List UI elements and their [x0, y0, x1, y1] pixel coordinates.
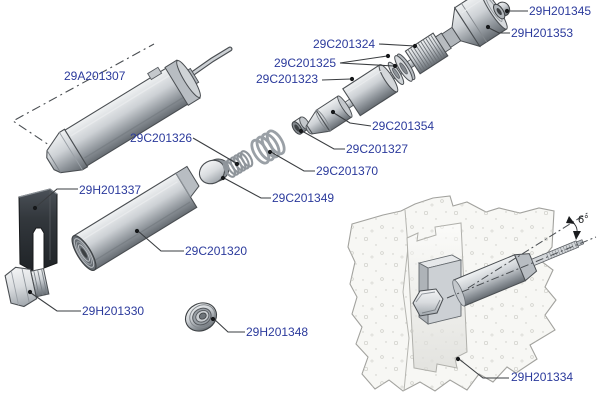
block-edge	[402, 209, 410, 392]
part-29c201323-sleeve	[342, 64, 399, 117]
part-label-29c201349: 29C201349	[272, 191, 335, 205]
part-label-29h201337: 29H201337	[79, 183, 142, 197]
part-label-29a201307: 29A201307	[64, 69, 126, 83]
part-label-29c201320: 29C201320	[185, 244, 248, 258]
leader-dots	[27, 8, 510, 362]
angle-annotation: 6°	[578, 214, 589, 226]
part-label-29c201323: 29C201323	[256, 72, 319, 86]
part-label-29h201345: 29H201345	[529, 4, 592, 18]
angle-dimension	[446, 211, 597, 299]
part-label-29h201330: 29H201330	[82, 304, 145, 318]
installed-hex-bolt	[412, 288, 444, 317]
part-29h201330-hex-plug	[4, 266, 50, 308]
part-29h201345-small-nut	[493, 1, 511, 20]
part-29h201348-nut	[184, 302, 218, 332]
installation-inset	[347, 195, 597, 392]
shaft-assembly	[305, 0, 508, 135]
part-label-29c201324: 29C201324	[313, 37, 376, 51]
part-29c201325-washers	[387, 53, 416, 85]
leader-lines	[30, 10, 528, 379]
part-29c201370-large-spring	[250, 129, 286, 165]
part-label-29c201325: 29C201325	[274, 56, 337, 70]
part-label-29c201370: 29C201370	[316, 164, 379, 178]
part-29c201326-small-spring	[222, 150, 254, 178]
part-label-29h201348: 29H201348	[246, 325, 309, 339]
part-label-29c201354: 29C201354	[372, 119, 435, 133]
part-label-29c201326: 29C201326	[130, 131, 193, 145]
part-label-29h201353: 29H201353	[511, 26, 574, 40]
part-29a201307-main-assembly	[46, 46, 233, 174]
part-29c201320-tube	[71, 165, 200, 271]
part-29c201349-cap	[198, 158, 230, 185]
part-29c201324-knurled-nut	[404, 32, 452, 75]
part-label-29h201334: 29H201334	[511, 370, 574, 384]
part-29h201337-shim	[18, 188, 58, 272]
part-label-29c201327: 29C201327	[346, 142, 409, 156]
